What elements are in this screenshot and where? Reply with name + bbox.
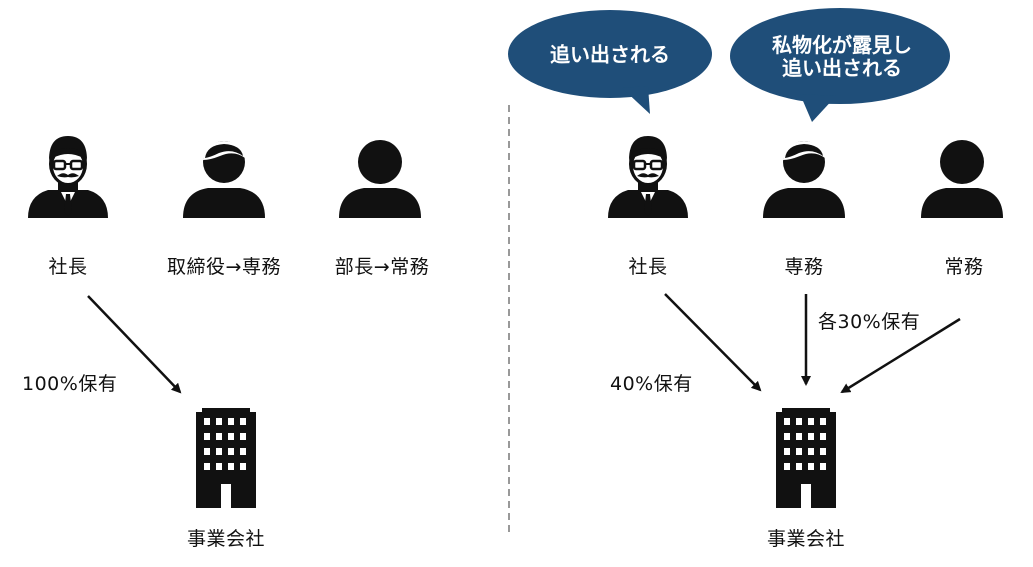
ownership-arrow-managing-director — [840, 317, 961, 394]
building-window — [796, 418, 802, 425]
senior-director-man-icon — [763, 141, 845, 218]
building-window — [216, 418, 222, 425]
building-window — [820, 418, 826, 425]
ownership-label-40: 40%保有 — [610, 373, 693, 395]
building-window — [808, 418, 814, 425]
building-window — [216, 448, 222, 455]
ownership-arrow-president — [664, 293, 762, 392]
building-window — [240, 433, 246, 440]
ownership-label-100: 100%保有 — [22, 373, 118, 395]
building-window — [216, 463, 222, 470]
company-label: 事業会社 — [186, 528, 266, 550]
building-window — [204, 433, 210, 440]
building-window — [808, 433, 814, 440]
building-window — [204, 418, 210, 425]
person-label-senior-director: 専務 — [784, 256, 824, 278]
building-window — [228, 433, 234, 440]
company-building-icon — [776, 408, 836, 508]
company-building-icon — [196, 408, 256, 508]
building-window — [240, 418, 246, 425]
person-label-managing-director: 常務 — [944, 256, 984, 278]
building-window — [784, 448, 790, 455]
building-window — [784, 463, 790, 470]
managing-director-person-icon — [921, 140, 1003, 218]
building-window — [796, 433, 802, 440]
building-door — [221, 484, 231, 508]
director-man-icon — [183, 141, 265, 218]
building-window — [820, 463, 826, 470]
building-window — [784, 418, 790, 425]
building-window — [808, 463, 814, 470]
president-businessman-icon — [26, 134, 110, 220]
person-label-president: 社長 — [628, 256, 668, 278]
bubble-line: 追い出される — [550, 42, 670, 67]
building-window — [820, 433, 826, 440]
bubble-line: 私物化が露見し — [772, 33, 912, 57]
building-window — [808, 448, 814, 455]
bubble-line: 追い出される — [782, 56, 902, 80]
speech-bubble-text-senior-director: 私物化が露見し 追い出される — [772, 34, 912, 80]
building-door — [801, 484, 811, 508]
speech-bubble-text-president: 追い出される — [550, 42, 670, 67]
speech-bubble-president — [508, 10, 712, 114]
manager-person-icon — [339, 140, 421, 218]
building-window — [228, 418, 234, 425]
person-label-manager: 部長→常務 — [334, 256, 430, 278]
building-window — [204, 463, 210, 470]
president-businessman-icon — [606, 134, 690, 220]
building-window — [796, 463, 802, 470]
building-window — [228, 463, 234, 470]
speech-bubble-senior-director — [730, 8, 950, 122]
ownership-label-each-30: 各30%保有 — [818, 311, 921, 333]
building-window — [784, 433, 790, 440]
building-window — [216, 433, 222, 440]
building-window — [240, 448, 246, 455]
building-window — [240, 463, 246, 470]
person-label-president: 社長 — [48, 256, 88, 278]
building-window — [796, 448, 802, 455]
person-label-director: 取締役→専務 — [167, 256, 281, 278]
building-window — [228, 448, 234, 455]
company-label: 事業会社 — [766, 528, 846, 550]
building-window — [820, 448, 826, 455]
building-window — [204, 448, 210, 455]
ownership-arrow-president — [87, 295, 182, 394]
